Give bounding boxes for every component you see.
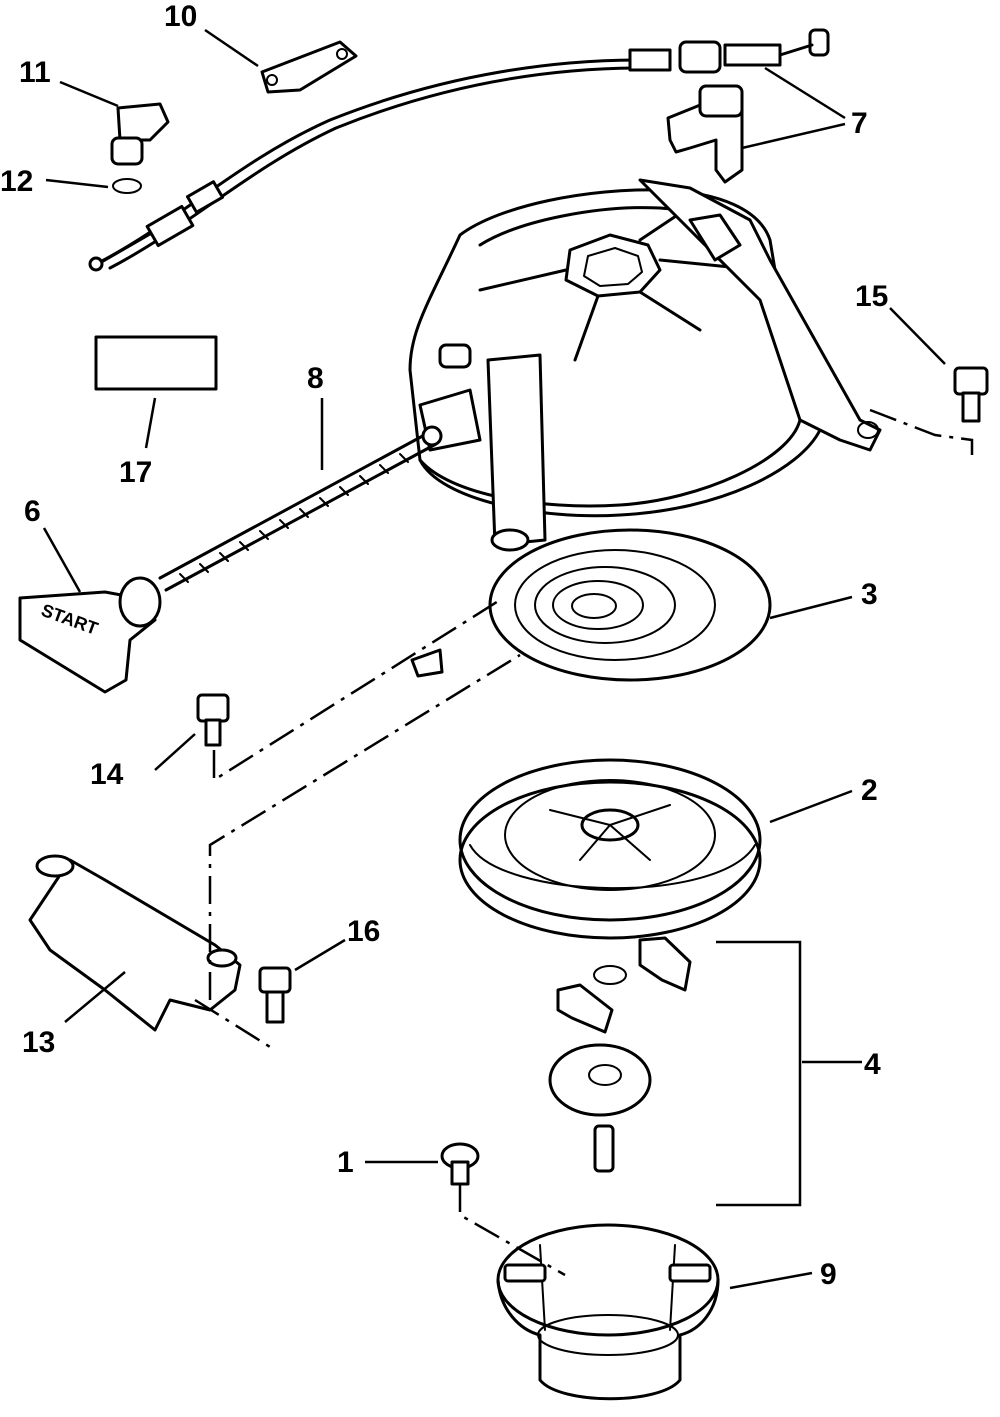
rope-pulley (458, 758, 762, 940)
callout-9: 9 (820, 1258, 837, 1291)
starter-cup (496, 1223, 720, 1401)
callout-16: 16 (347, 915, 380, 948)
callout-10: 10 (164, 0, 197, 33)
starter-housing (408, 178, 882, 552)
callout-7: 7 (851, 107, 868, 140)
bolt-15 (953, 366, 989, 423)
callout-15: 15 (855, 280, 888, 313)
callout-3: 3 (861, 578, 878, 611)
bolt-14 (196, 693, 230, 747)
callout-6: 6 (24, 495, 41, 528)
rewind-spring (410, 528, 772, 682)
callout-4: 4 (864, 1048, 881, 1081)
leader-lines (42, 28, 946, 1290)
starter-cable (88, 28, 830, 272)
starter-rope (158, 425, 443, 592)
mounting-bracket (28, 854, 242, 1032)
interlock-lever (666, 84, 744, 184)
callout-8: 8 (307, 362, 324, 395)
decal-box (94, 335, 218, 391)
callout-13: 13 (22, 1026, 55, 1059)
callout-2: 2 (861, 774, 878, 807)
callout-12: 12 (0, 165, 33, 198)
start-handle: START (18, 576, 162, 694)
callout-labels: 1 2 3 4 6 7 8 9 10 11 12 13 14 15 16 17 (0, 0, 888, 1291)
cable-anchor (110, 102, 170, 194)
callout-17: 17 (119, 456, 152, 489)
callout-11: 11 (19, 56, 51, 89)
pawl-assembly (548, 936, 692, 1173)
cup-screw (440, 1142, 480, 1186)
cable-clamp-bracket (260, 40, 358, 94)
callout-1: 1 (337, 1146, 354, 1179)
retaining-ring (112, 178, 142, 194)
callout-14: 14 (90, 758, 124, 791)
bolt-16 (258, 966, 292, 1024)
alignment-lines (194, 408, 974, 1277)
